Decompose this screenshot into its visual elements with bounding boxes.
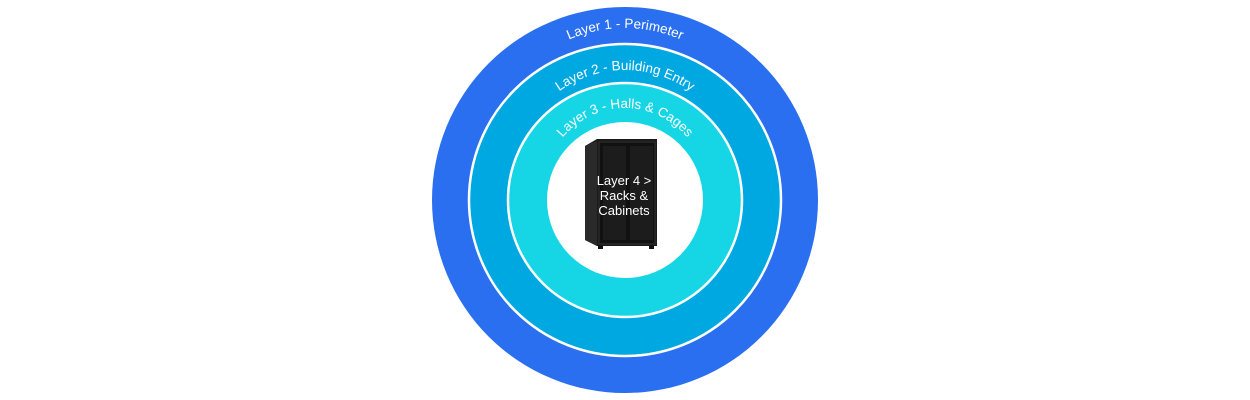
layer-4-label-line2: Racks & [600,188,649,203]
layer-4-label-line3: Cabinets [598,203,650,218]
layer-4-label-line1: Layer 4 > [597,173,652,188]
server-rack-icon [585,139,657,249]
